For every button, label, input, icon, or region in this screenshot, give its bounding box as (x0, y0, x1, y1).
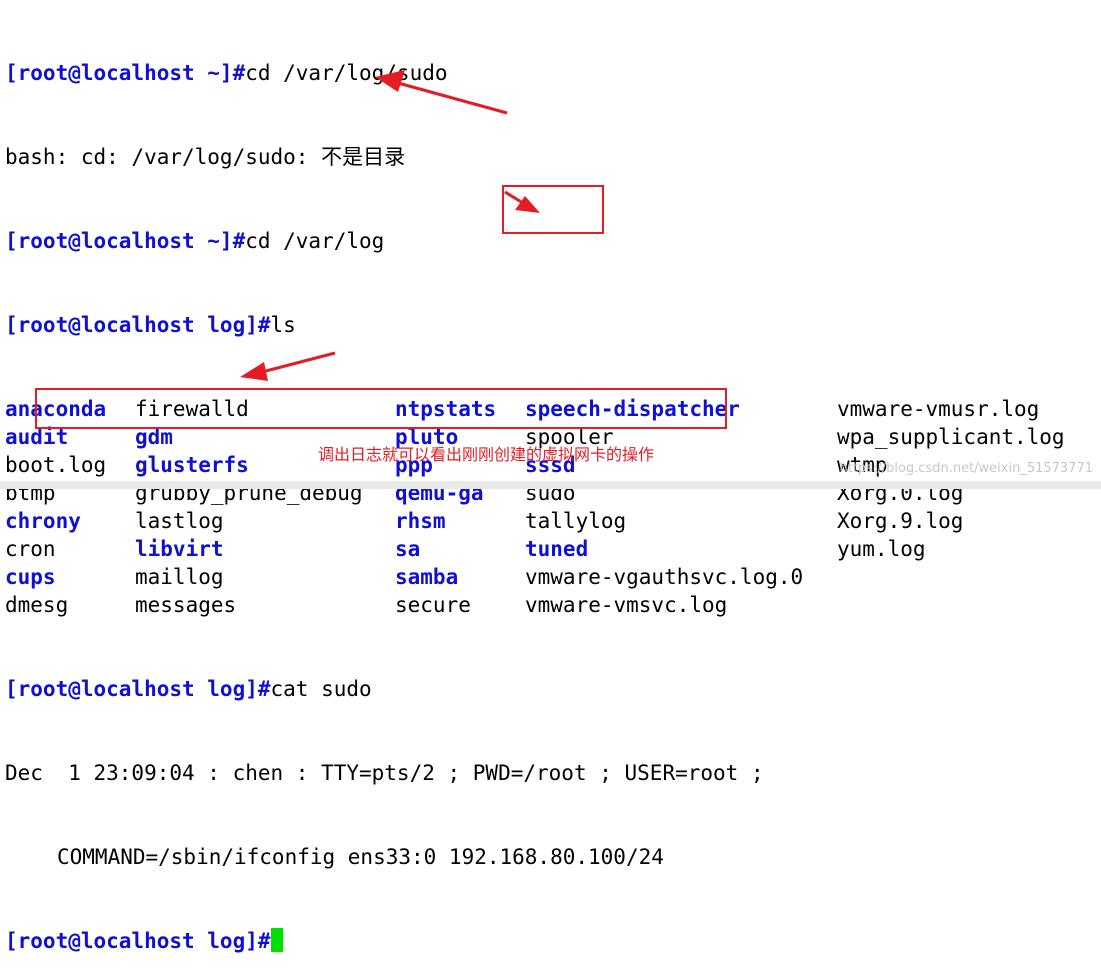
ls-row: chrony lastlog rhsm tallylog Xorg.9.log (5, 507, 963, 535)
log-text: COMMAND=/sbin/ifconfig ens33:0 192.168.8… (57, 845, 664, 869)
terminal-cursor[interactable] (270, 928, 283, 952)
shell-prompt: [root@localhost ~]# (5, 61, 246, 85)
ls-file-entry: messages (135, 593, 237, 617)
terminal-line-3: [root@localhost ~]#cd /var/log (5, 227, 764, 255)
bottom-strip (0, 481, 1101, 489)
error-text: bash: cd: /var/log/sudo: 不是目录 (5, 145, 406, 169)
ls-directory-entry: sa (395, 537, 421, 561)
shell-prompt: [root@localhost ~]# (5, 229, 246, 253)
terminal-line-cat: [root@localhost log]#cat sudo (5, 675, 764, 703)
ls-directory-entry: sssd (525, 453, 576, 477)
ls-file-entry: vmware-vmsvc.log (525, 593, 728, 617)
ls-file-entry: firewalld (135, 397, 249, 421)
ls-row: anaconda firewalld ntpstats speech-dispatch… (5, 395, 1039, 423)
ls-file-entry: maillog (135, 565, 224, 589)
ls-file-entry: vmware-vgauthsvc.log.0 (525, 565, 804, 589)
ls-file-entry: lastlog (135, 509, 224, 533)
ls-directory-entry: ppp (395, 453, 433, 477)
watermark: https://blog.csdn.net/weixin_51573771 (839, 461, 1093, 476)
ls-directory-entry: samba (395, 565, 459, 589)
ls-directory-entry: pluto (395, 425, 459, 449)
ls-file-entry: dmesg (5, 593, 69, 617)
log-line-2: COMMAND=/sbin/ifconfig ens33:0 192.168.8… (5, 843, 764, 871)
shell-prompt: [root@localhost log]# (5, 313, 271, 337)
terminal-line-1: [root@localhost ~]#cd /var/log/sudo (5, 59, 764, 87)
ls-directory-entry: tuned (525, 537, 589, 561)
ls-directory-entry: glusterfs (135, 453, 249, 477)
ls-row: cron libvirt sa tuned yum.log (5, 535, 926, 563)
ls-directory-entry: ntpstats (395, 397, 497, 421)
ls-file-entry: boot.log (5, 453, 107, 477)
ls-directory-entry: gdm (135, 425, 173, 449)
terminal-line-2: bash: cd: /var/log/sudo: 不是目录 (5, 143, 764, 171)
ls-row: cups maillog samba vmware-vgauthsvc.log.0 (5, 563, 803, 591)
ls-row: dmesg messages secure vmware-vmsvc.log (5, 591, 764, 619)
annotation-text: 调出日志就可以看出刚刚创建的虚拟网卡的操作 (318, 445, 655, 464)
ls-file-entry: yum.log (837, 537, 926, 561)
ls-file-entry: vmware-vmusr.log (837, 397, 1040, 421)
ls-file-entry: Xorg.9.log (837, 509, 964, 533)
ls-file-entry: secure (395, 593, 471, 617)
ls-directory-entry: chrony (5, 509, 81, 533)
shell-prompt: [root@localhost log]# (5, 929, 271, 953)
ls-directory-entry: cups (5, 565, 56, 589)
ls-row: boot.log glusterfs ppp sssd wtmp (5, 451, 888, 479)
shell-prompt: [root@localhost log]# (5, 677, 271, 701)
command-text: cd /var/log/sudo (245, 61, 448, 85)
ls-directory-entry: anaconda (5, 397, 107, 421)
log-text: Dec 1 23:09:04 : chen : TTY=pts/2 ; PWD=… (5, 761, 764, 785)
ls-directory-entry: libvirt (135, 537, 224, 561)
ls-directory-entry: rhsm (395, 509, 446, 533)
terminal-line-final: [root@localhost log]# (5, 927, 764, 955)
ls-file-entry: cron (5, 537, 56, 561)
ls-file-entry: wtmp (837, 453, 888, 477)
terminal-output: [root@localhost ~]#cd /var/log/sudo bash… (5, 3, 1065, 978)
ls-directory-entry: speech-dispatcher (525, 397, 740, 421)
ls-file-entry: tallylog (525, 509, 627, 533)
terminal-line-4: [root@localhost log]#ls (5, 311, 764, 339)
command-text: ls (270, 313, 296, 337)
ls-file-entry: wpa_supplicant.log (837, 425, 1065, 449)
command-text: cd /var/log (245, 229, 385, 253)
command-text: cat sudo (270, 677, 372, 701)
log-line-1: Dec 1 23:09:04 : chen : TTY=pts/2 ; PWD=… (5, 759, 764, 787)
ls-row: audit gdm pluto spooler wpa_supplicant.log (5, 423, 1065, 451)
highlight-box-command (35, 388, 727, 429)
highlight-box-sudo (502, 185, 604, 234)
ls-file-entry: spooler (525, 425, 614, 449)
ls-directory-entry: audit (5, 425, 69, 449)
